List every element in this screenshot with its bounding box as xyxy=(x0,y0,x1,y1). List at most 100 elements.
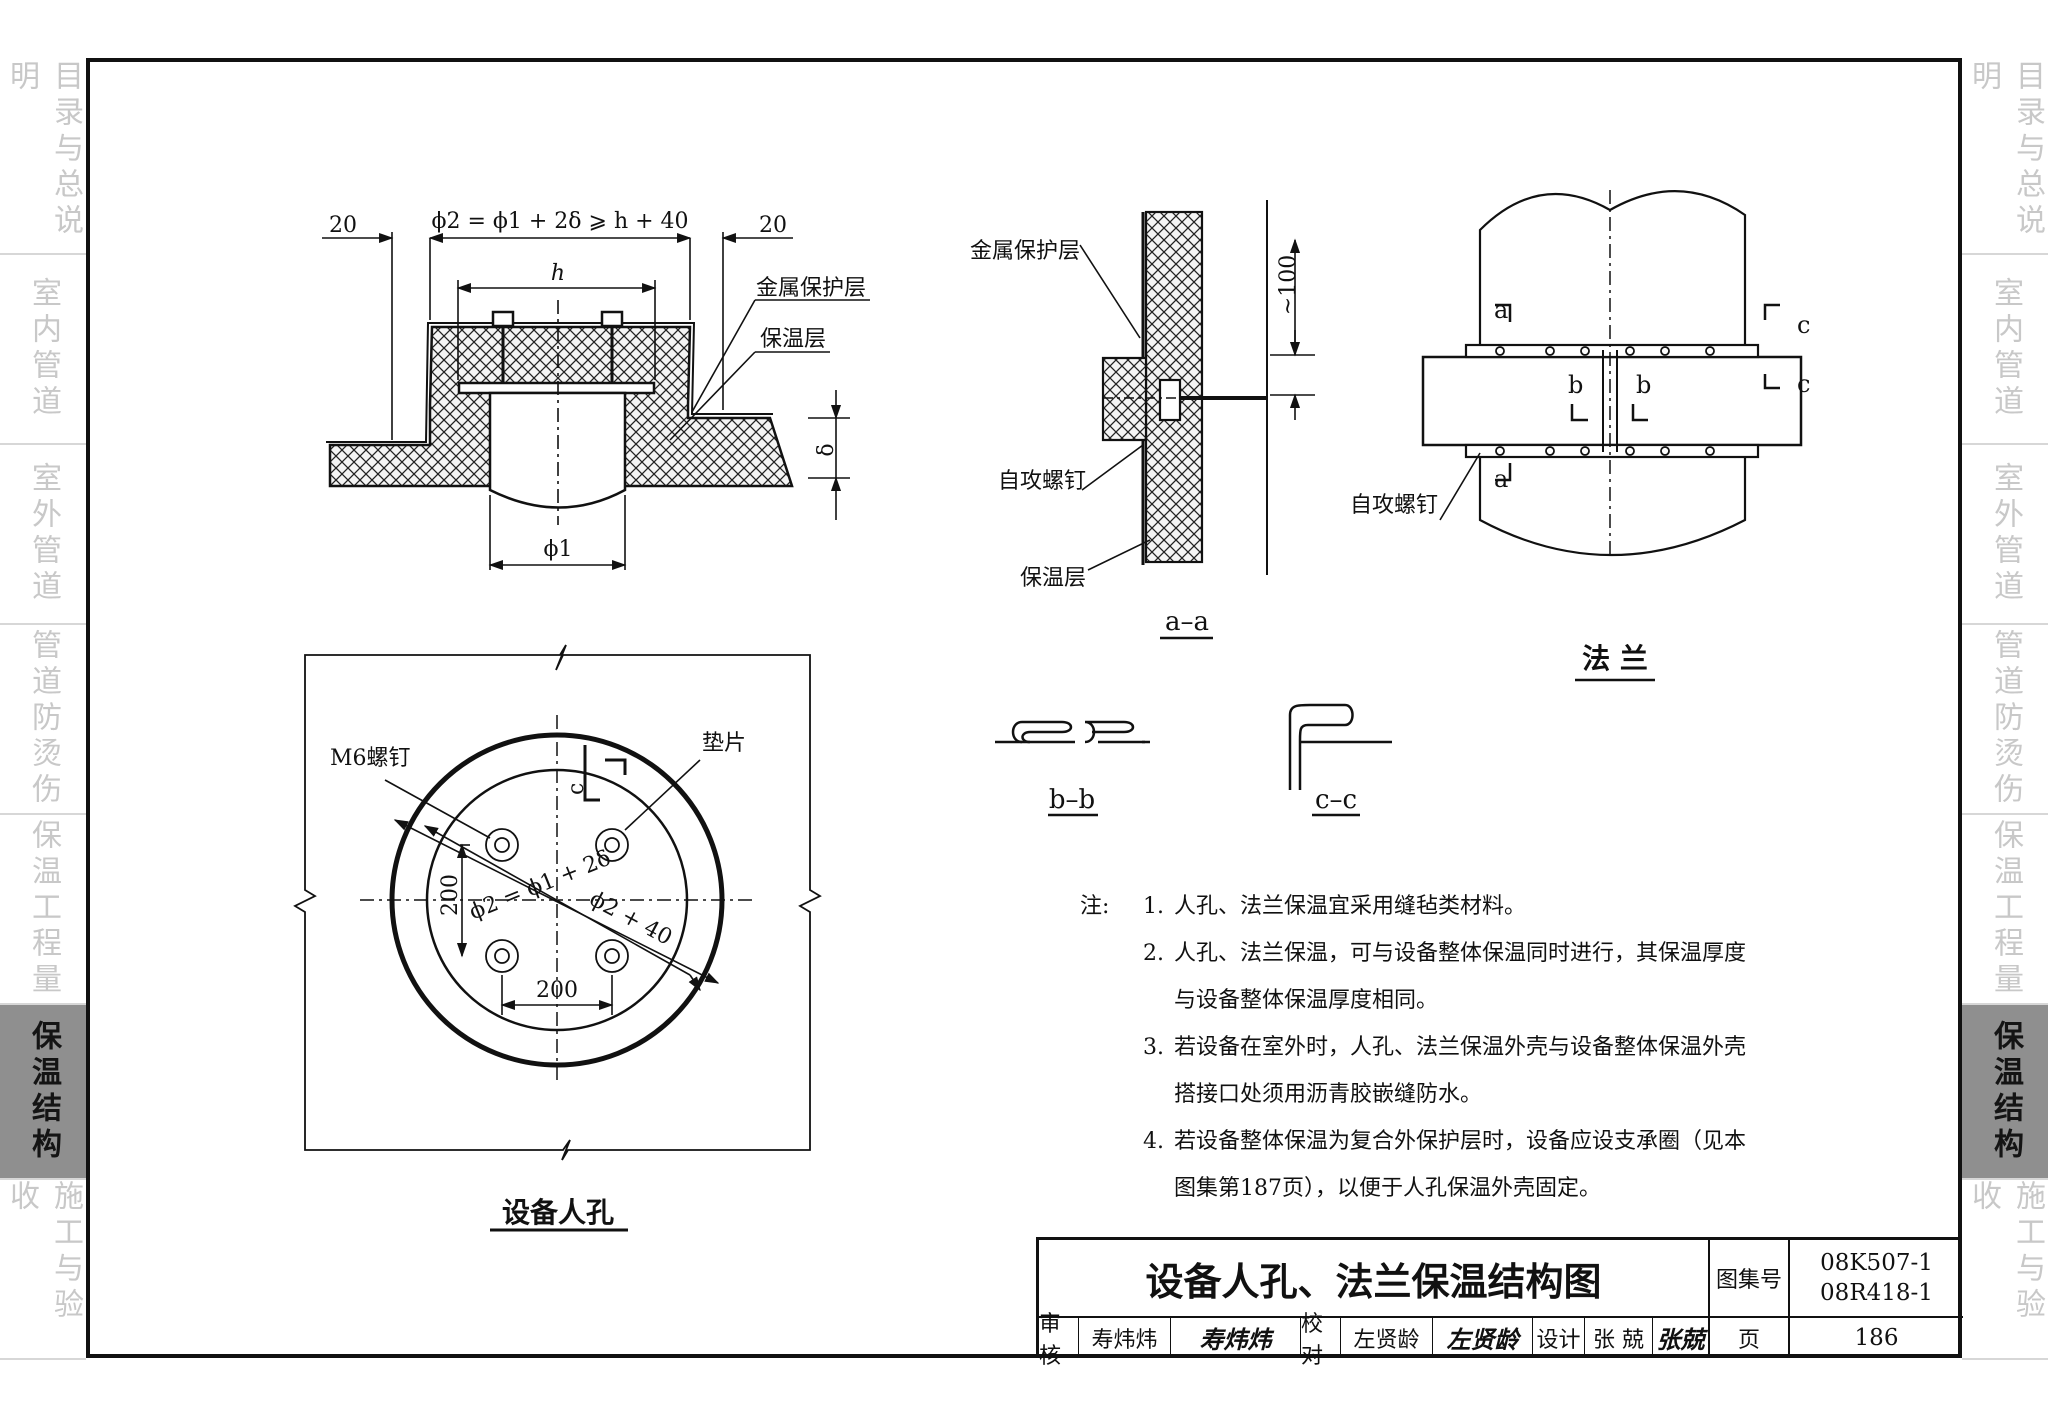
design-label: 设计 xyxy=(1533,1318,1585,1357)
sidebar-tab[interactable]: 管道防烫伤 xyxy=(1962,625,2048,815)
sidebar-tab-label: 室内管道 xyxy=(26,277,61,421)
checker-name: 左贤龄 xyxy=(1341,1318,1433,1357)
notes-label xyxy=(1080,977,1130,1024)
note-number: 3. xyxy=(1143,1035,1164,1060)
sidebar-tab-label: 目录与总说明 xyxy=(1966,60,2045,240)
note-line: 注:1.人孔、法兰保温宜采用缝毡类材料。 xyxy=(1080,883,1800,930)
dim-h: h xyxy=(551,261,565,286)
flange-screw-dots xyxy=(1495,346,1715,456)
manhole-section xyxy=(322,232,870,571)
flange-label-screw: 自攻螺钉 xyxy=(1350,493,1438,518)
section-aa xyxy=(1079,200,1315,640)
note-line: 3.若设备在室外时，人孔、法兰保温外壳与设备整体保温外壳 xyxy=(1080,1024,1800,1071)
flange-cut-a-bottom: a xyxy=(1494,465,1508,493)
manhole-section-labels: 20 20 ϕ2 = ϕ1 + 2δ ⩾ h + 40 h δ ϕ1 金属保护层… xyxy=(329,209,866,562)
sidebar-tab-label: 目录与总说明 xyxy=(4,60,83,240)
designer-signature: 张兢 xyxy=(1656,1325,1705,1354)
note-text: 若设备整体保温为复合外保护层时，设备应设支承圈（见本 xyxy=(1174,1129,1747,1154)
aa-flange-insulation xyxy=(1101,356,1148,442)
label-metal-shell: 金属保护层 xyxy=(756,276,866,301)
designer-name: 张 兢 xyxy=(1585,1318,1653,1357)
dim-phi1: ϕ1 xyxy=(544,537,573,562)
sidebar-tab[interactable]: 目录与总说明 xyxy=(0,60,86,255)
notes-label xyxy=(1080,930,1130,977)
sidebar-tab[interactable]: 室内管道 xyxy=(0,255,86,445)
drawing-frame xyxy=(86,58,1962,1358)
title-block: 设备人孔、法兰保温结构图 图集号 08K507-1 08R418-1 审核 寿炜… xyxy=(1036,1237,1963,1369)
note-line: 与设备整体保温厚度相同。 xyxy=(1080,977,1800,1024)
aa-dim-100: ~100 xyxy=(1276,255,1301,315)
dim-200-horizontal: 200 xyxy=(536,978,578,1003)
sidebar-tab-label: 保温结构 xyxy=(26,1019,61,1164)
dim-delta: δ xyxy=(814,443,839,456)
notes-label xyxy=(1080,1118,1130,1165)
note-number xyxy=(1130,1165,1174,1212)
sidebar-tab-label: 室外管道 xyxy=(1988,462,2023,606)
flange-cut-b-right: b xyxy=(1636,371,1651,399)
page-number: 186 xyxy=(1854,1324,1899,1351)
note-line: 4. 若设备整体保温为复合外保护层时，设备应设支承圈（见本 xyxy=(1080,1118,1800,1165)
nut xyxy=(600,310,624,328)
neck-opening xyxy=(488,391,627,509)
notes-label xyxy=(1080,1165,1130,1212)
flange-view xyxy=(1421,190,1803,682)
note-text: 搭接口处须用沥青胶嵌缝防水。 xyxy=(1174,1082,1483,1107)
sidebar-tab[interactable]: 目录与总说明 xyxy=(1962,60,2048,255)
flange-cut-c-bottom: c xyxy=(1797,370,1810,398)
drawing-title: 设备人孔、法兰保温结构图 xyxy=(1039,1240,1710,1318)
flange-labels: a a b b c c 自攻螺钉 法 兰 xyxy=(1350,296,1810,675)
sidebar-tab[interactable]: 室外管道 xyxy=(0,445,86,625)
flange-cut-c-top: c xyxy=(1797,311,1810,339)
page-label: 页 xyxy=(1710,1318,1790,1357)
sidebar-tab-label: 保温工程量 xyxy=(26,819,61,999)
label-gasket: 垫片 xyxy=(702,731,746,756)
note-text: 人孔、法兰保温宜采用缝毡类材料。 xyxy=(1174,894,1527,919)
sidebar-tab[interactable]: 保温工程量 xyxy=(0,815,86,1005)
flange-cut-b-left: b xyxy=(1568,371,1583,399)
note-text: 人孔、法兰保温，可与设备整体保温同时进行，其保温厚度 xyxy=(1174,941,1747,966)
sidebar-tab[interactable]: 室内管道 xyxy=(1962,255,2048,445)
aa-label-screw: 自攻螺钉 xyxy=(998,469,1086,494)
atlas-code-1: 08K507-1 xyxy=(1820,1250,1933,1276)
sidebar-tab-label: 保温结构 xyxy=(1988,1019,2023,1164)
note-number: 4. xyxy=(1143,1129,1164,1154)
formula-inner: ϕ2 = ϕ1 + 2δ xyxy=(466,846,615,925)
aa-label-metal: 金属保护层 xyxy=(970,239,1080,264)
section-aa-labels: 金属保护层 自攻螺钉 保温层 ~100 a–a xyxy=(970,239,1301,637)
review-label: 审核 xyxy=(1039,1312,1079,1369)
pipe-lower xyxy=(1478,455,1747,556)
label-insulation: 保温层 xyxy=(760,327,826,352)
note-text: 图集第187页），以便于人孔保温外壳固定。 xyxy=(1174,1176,1601,1201)
sidebar-tab[interactable]: 室外管道 xyxy=(1962,445,2048,625)
sidebar-tab[interactable]: 施工与验收 xyxy=(1962,1180,2048,1360)
note-number xyxy=(1130,1071,1174,1118)
sidebar-tab[interactable]: 施工与验收 xyxy=(0,1180,86,1360)
manhole-plan xyxy=(293,644,822,1232)
flange-cut-a-top: a xyxy=(1494,296,1508,324)
reviewer-name: 寿炜炜 xyxy=(1079,1318,1171,1357)
sidebar-tab-label: 管道防烫伤 xyxy=(1988,629,2023,809)
flange-caption: 法 兰 xyxy=(1582,642,1648,675)
detail-bb xyxy=(995,720,1150,817)
notes: 注:1.人孔、法兰保温宜采用缝毡类材料。2.人孔、法兰保温，可与设备整体保温同时… xyxy=(1080,883,1800,1212)
dim-200-vertical: 200 xyxy=(438,874,463,916)
sidebar-tab[interactable]: 管道防烫伤 xyxy=(0,625,86,815)
aa-caption: a–a xyxy=(1165,607,1209,637)
dim-left-20: 20 xyxy=(329,213,357,238)
notes-label xyxy=(1080,1071,1130,1118)
sidebar-tab[interactable]: 保温工程量 xyxy=(1962,815,2048,1005)
atlas-code-2: 08R418-1 xyxy=(1820,1280,1933,1306)
flange-band xyxy=(1421,355,1803,447)
dim-right-20: 20 xyxy=(759,213,787,238)
sidebar-tab-label: 管道防烫伤 xyxy=(26,629,61,809)
detail-captions: b–b c–c xyxy=(1049,785,1357,815)
caption-bb: b–b xyxy=(1049,785,1095,815)
nut xyxy=(491,310,515,328)
note-line: 2.人孔、法兰保温，可与设备整体保温同时进行，其保温厚度 xyxy=(1080,930,1800,977)
dim-formula: ϕ2 = ϕ1 + 2δ ⩾ h + 40 xyxy=(431,209,688,234)
sidebar-tab-label: 室内管道 xyxy=(1988,277,2023,421)
note-text: 与设备整体保温厚度相同。 xyxy=(1174,988,1439,1013)
sidebar-tab[interactable]: 保温结构 xyxy=(1962,1005,2048,1180)
sidebar-tab[interactable]: 保温结构 xyxy=(0,1005,86,1180)
